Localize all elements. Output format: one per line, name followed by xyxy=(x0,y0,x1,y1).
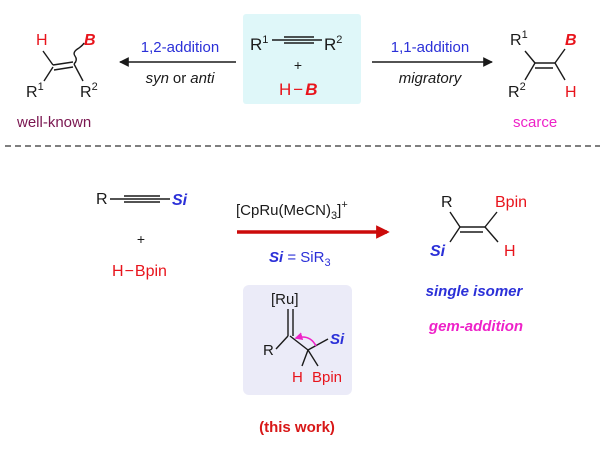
result-single-isomer: single isomer xyxy=(426,283,524,300)
gem-product: R Bpin Si H xyxy=(430,194,527,260)
svg-text:R1: R1 xyxy=(250,34,268,54)
svg-text:[Ru]: [Ru] xyxy=(271,291,299,308)
svg-text:Si: Si xyxy=(430,243,446,260)
caption-well-known: well-known xyxy=(16,114,91,131)
ruthenium-carbene-intermediate: [Ru] R Si H Bpin xyxy=(263,291,345,386)
plus-sign-bottom: + xyxy=(137,231,145,247)
svg-text:Bpin: Bpin xyxy=(495,194,527,211)
svg-text:R2: R2 xyxy=(80,81,98,101)
caption-scarce: scarce xyxy=(513,114,557,131)
alkyne-reagent: R1 R2 + H−B xyxy=(250,34,342,99)
svg-text:H: H xyxy=(36,32,48,49)
pinacolborane: H−Bpin xyxy=(112,263,167,280)
label-11-addition: 1,1-addition xyxy=(391,39,469,56)
plus-sign: + xyxy=(294,57,302,73)
svg-text:Bpin: Bpin xyxy=(312,369,342,386)
svg-text:R1: R1 xyxy=(510,29,528,49)
svg-text:Si: Si xyxy=(330,331,345,348)
label-12-addition: 1,2-addition xyxy=(141,39,219,56)
hydroborane: H−B xyxy=(279,80,318,99)
silyl-alkyne: R Si xyxy=(96,191,188,209)
svg-text:H: H xyxy=(504,243,516,260)
catalyst-label: [CpRu(MeCN)3]+ xyxy=(236,199,348,222)
caption-this-work: (this work) xyxy=(259,419,335,436)
svg-text:R1: R1 xyxy=(26,81,44,101)
label-migratory: migratory xyxy=(399,70,463,87)
svg-text:R: R xyxy=(263,342,274,359)
svg-text:R2: R2 xyxy=(324,34,342,54)
product-11-addition: R1 R2 B H scarce xyxy=(508,29,577,131)
migration-arrow xyxy=(294,332,317,347)
svg-text:R: R xyxy=(441,194,453,211)
svg-text:R: R xyxy=(96,191,108,208)
reagent-box xyxy=(243,14,361,104)
svg-text:H: H xyxy=(565,84,577,101)
svg-text:B: B xyxy=(84,32,96,49)
result-gem-addition: gem-addition xyxy=(428,318,523,335)
product-12-addition: H B R1 R2 well-known xyxy=(16,32,98,131)
svg-text:B: B xyxy=(565,32,577,49)
svg-text:H: H xyxy=(292,369,303,386)
triple-bond xyxy=(272,36,322,44)
svg-text:Si: Si xyxy=(172,192,188,209)
si-definition: Si = SiR3 xyxy=(269,249,331,269)
svg-text:R2: R2 xyxy=(508,81,526,101)
